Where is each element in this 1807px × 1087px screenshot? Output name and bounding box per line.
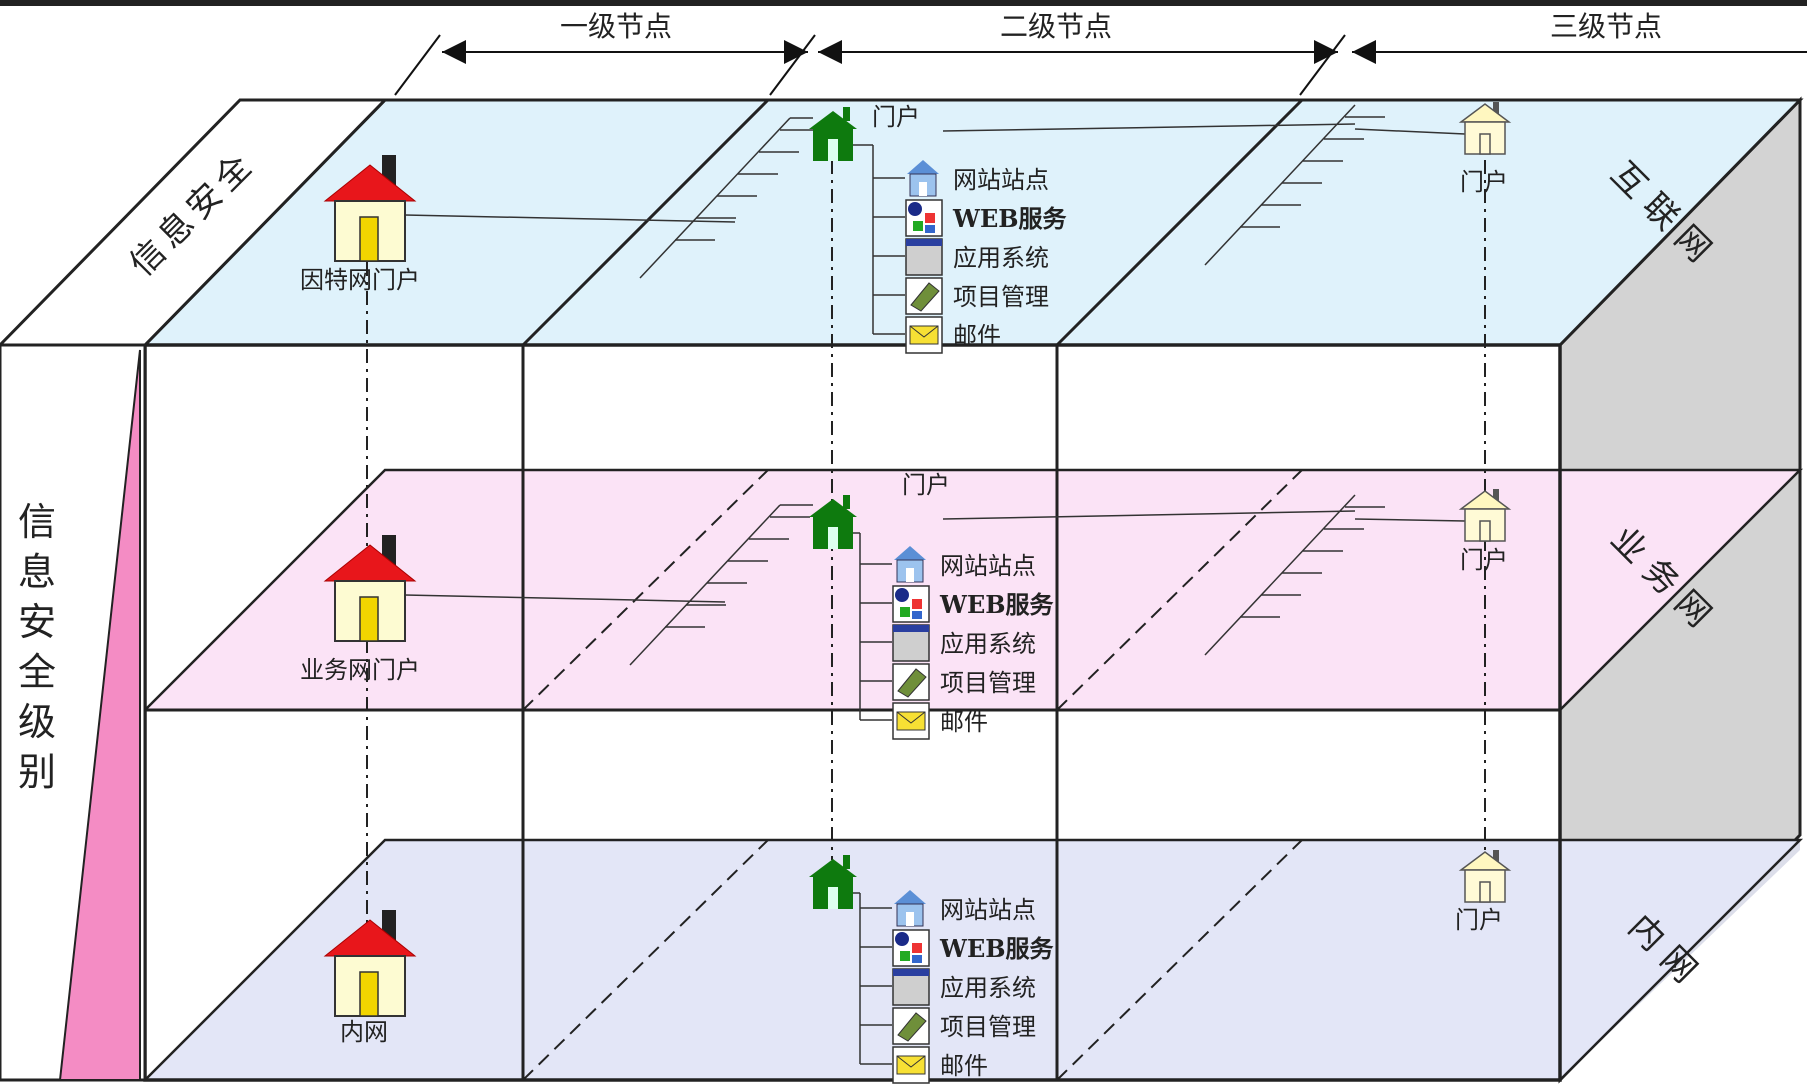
service-label: 网站站点 <box>940 896 1036 924</box>
header-level2-label: 二级节点 <box>1000 10 1112 43</box>
mail-icon <box>892 702 930 740</box>
level2-portal-icon <box>809 107 857 161</box>
svg-text:别: 别 <box>18 750 56 794</box>
mid-col-div-1 <box>522 469 769 711</box>
top-border <box>0 0 1807 6</box>
level2-branch <box>1204 104 1385 266</box>
application-icon <box>892 968 930 1006</box>
mail-icon <box>892 1046 930 1084</box>
project-icon <box>905 277 943 315</box>
service-label: 应用系统 <box>940 974 1036 1002</box>
header-vertical-2 <box>1299 34 1346 96</box>
level2-branch <box>1204 494 1385 656</box>
portal-link <box>1354 128 1466 135</box>
svg-text:安: 安 <box>18 600 56 644</box>
portal-link <box>404 214 736 223</box>
service-label: WEB服务 <box>939 590 1055 619</box>
svg-text:级: 级 <box>18 700 56 744</box>
level1-branch <box>639 117 820 279</box>
header-level3-label: 三级节点 <box>1550 10 1662 43</box>
level2-portal-label: 门户 <box>872 103 920 131</box>
header-vertical-0 <box>394 34 441 96</box>
web-service-icon <box>892 929 930 967</box>
web-service-icon <box>892 585 930 623</box>
level2-portal-icon <box>809 495 857 549</box>
service-label: 邮件 <box>953 322 1001 350</box>
web-service-icon <box>905 199 943 237</box>
level1-portal-icon <box>323 535 417 642</box>
service-label: 邮件 <box>940 1052 988 1080</box>
layers-group: 因特网门户门户门户网站站点WEB服务应用系统项目管理邮件业务网门户门户门户网站站… <box>300 102 1512 1084</box>
svg-text:信: 信 <box>18 500 56 544</box>
header-level1-label: 一级节点 <box>560 10 672 43</box>
level3-portal-icon <box>1458 850 1512 903</box>
service-label: 项目管理 <box>940 669 1036 697</box>
service-label: WEB服务 <box>939 934 1055 963</box>
mail-icon <box>905 316 943 354</box>
level1-portal-icon <box>323 155 417 262</box>
level1-portal-label: 因特网门户 <box>300 266 420 294</box>
level3-portal-label: 门户 <box>1455 906 1503 934</box>
project-icon <box>892 1007 930 1045</box>
level3-portal-icon <box>1458 102 1512 155</box>
service-label: 项目管理 <box>940 1013 1036 1041</box>
website-icon <box>894 890 926 927</box>
application-icon <box>892 624 930 662</box>
website-icon <box>894 546 926 583</box>
pink-wedge <box>58 349 141 1081</box>
service-label: WEB服务 <box>952 204 1068 233</box>
portal-link <box>404 594 726 603</box>
application-icon <box>905 238 943 276</box>
service-label: 邮件 <box>940 708 988 736</box>
level2-portal-icon <box>809 855 857 909</box>
level2-portal-label: 门户 <box>902 471 950 499</box>
level1-portal-label: 业务网门户 <box>300 656 420 684</box>
bot-col-div-2 <box>1056 839 1303 1081</box>
service-label: 应用系统 <box>953 244 1049 272</box>
header-vertical-1 <box>769 34 816 96</box>
project-icon <box>892 663 930 701</box>
service-label: 网站站点 <box>940 552 1036 580</box>
portal-link <box>1354 518 1466 522</box>
portal-link <box>942 510 1356 520</box>
level3-portal-label: 门户 <box>1460 168 1508 196</box>
service-label: 项目管理 <box>953 283 1049 311</box>
level1-branch <box>629 504 810 666</box>
level1-portal-label: 内网 <box>340 1018 388 1046</box>
bot-col-div-1 <box>522 839 769 1081</box>
service-label: 网站站点 <box>953 166 1049 194</box>
security-level-label: 信 息 安 全 级 别 <box>18 500 56 794</box>
top-col-div-2 <box>1055 98 1304 347</box>
level1-portal-icon <box>323 910 417 1017</box>
service-label: 应用系统 <box>940 630 1036 658</box>
website-icon <box>907 160 939 197</box>
portal-link <box>942 123 1356 132</box>
svg-text:息: 息 <box>18 550 56 594</box>
top-col-div-1 <box>521 98 770 347</box>
svg-text:全: 全 <box>18 650 56 694</box>
mid-col-div-2 <box>1056 469 1303 711</box>
level3-portal-icon <box>1458 489 1512 542</box>
level3-portal-label: 门户 <box>1460 546 1508 574</box>
